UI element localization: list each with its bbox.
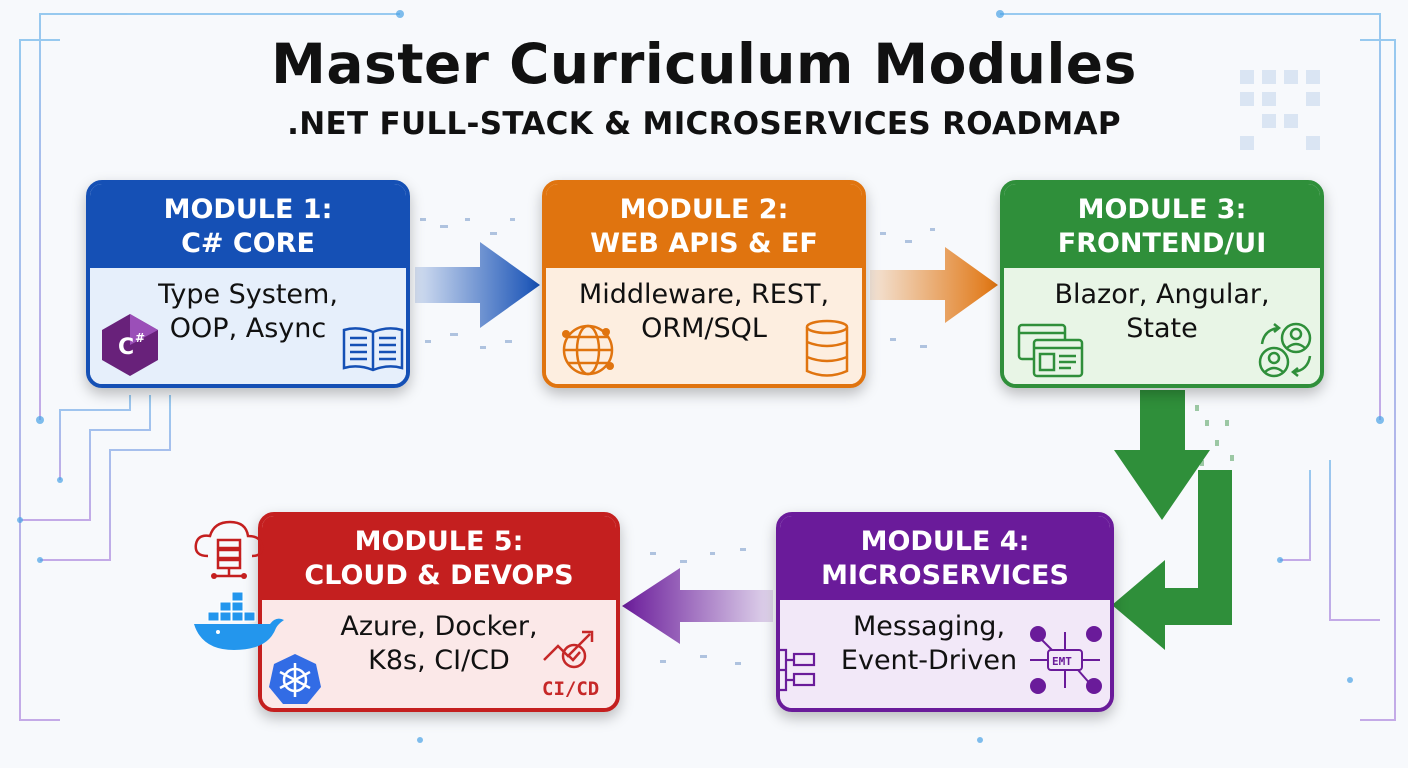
kubernetes-icon xyxy=(269,654,321,704)
docker-whale-icon xyxy=(194,591,284,650)
page-subtitle: .NET FULL-STACK & MICROSERVICES ROADMAP xyxy=(287,106,1121,142)
event-label: EMT xyxy=(1052,655,1072,668)
module-3-title: FRONTEND/UI xyxy=(1057,228,1267,259)
module-3-header: MODULE 3: FRONTEND/UI xyxy=(1004,184,1320,268)
data-stream-dots xyxy=(420,218,935,665)
module-3-number: MODULE 3: xyxy=(1077,194,1247,225)
user-sync-icon xyxy=(1258,322,1312,378)
cicd-icon xyxy=(543,630,594,669)
module-4-title: MICROSERVICES xyxy=(821,560,1069,591)
cloud-server-icon xyxy=(194,520,264,579)
module-4-number: MODULE 4: xyxy=(860,526,1030,557)
arrow-module1-to-module2 xyxy=(415,242,540,328)
event-hub-icon: EMT xyxy=(1030,626,1102,694)
module-4-card[interactable]: MODULE 4: MICROSERVICES Messaging, Event… xyxy=(776,512,1114,712)
module-5-body: Azure, Docker, K8s, CI/CD xyxy=(262,600,616,708)
module-2-header: MODULE 2: WEB APIS & EF xyxy=(546,184,862,268)
module-5-title: CLOUD & DEVOPS xyxy=(304,560,574,591)
module-1-title: C# CORE xyxy=(181,228,315,259)
database-icon xyxy=(805,319,849,377)
globe-network-icon xyxy=(562,324,614,376)
browser-windows-icon xyxy=(1017,323,1084,378)
module-1-card[interactable]: MODULE 1: C# CORE Type System, OOP, Asyn… xyxy=(86,180,410,388)
module-2-body: Middleware, REST, ORM/SQL xyxy=(546,268,862,384)
module-5-topic-line-2: K8s, CI/CD xyxy=(368,645,510,676)
module-5-number: MODULE 5: xyxy=(354,526,524,557)
arrow-module2-to-module3 xyxy=(870,247,998,323)
module-5-topic-line-1: Azure, Docker, xyxy=(340,611,538,642)
module-4-body: Messaging, Event-Driven xyxy=(780,600,1110,708)
svg-text:#: # xyxy=(135,331,145,345)
module-2-topic-line-1: Middleware, REST, xyxy=(578,279,830,310)
arrow-module3-to-module4 xyxy=(1112,390,1232,650)
module-1-topic-line-1: Type System, xyxy=(158,279,338,310)
module-3-topic-line-2: State xyxy=(1126,313,1198,344)
module-4-topic-line-1: Messaging, xyxy=(852,611,1006,642)
book-icon xyxy=(342,327,404,372)
module-1-number: MODULE 1: xyxy=(163,194,333,225)
module-2-topic-line-2: ORM/SQL xyxy=(641,313,767,344)
module-5-card[interactable]: MODULE 5: CLOUD & DEVOPS Azure, Docker, … xyxy=(258,512,620,712)
cicd-label: CI/CD xyxy=(542,678,600,700)
service-hierarchy-icon xyxy=(780,648,816,692)
module-3-topic-line-1: Blazor, Angular, xyxy=(1054,279,1270,310)
module-5-header: MODULE 5: CLOUD & DEVOPS xyxy=(262,516,616,600)
csharp-logo-icon: C # xyxy=(102,314,158,376)
module-3-card[interactable]: MODULE 3: FRONTEND/UI Blazor, Angular, S… xyxy=(1000,180,1324,388)
arrow-module4-to-module5 xyxy=(622,568,773,644)
module-4-topic-line-2: Event-Driven xyxy=(840,645,1018,676)
page-title: Master Curriculum Modules xyxy=(271,32,1137,96)
module-1-header: MODULE 1: C# CORE xyxy=(90,184,406,268)
module-4-header: MODULE 4: MICROSERVICES xyxy=(780,516,1110,600)
module-2-title: WEB APIS & EF xyxy=(590,228,818,259)
svg-text:C: C xyxy=(118,335,134,360)
module-2-card[interactable]: MODULE 2: WEB APIS & EF Middleware, REST… xyxy=(542,180,866,388)
module-1-topic-line-2: OOP, Async xyxy=(169,313,327,344)
module-2-number: MODULE 2: xyxy=(619,194,789,225)
